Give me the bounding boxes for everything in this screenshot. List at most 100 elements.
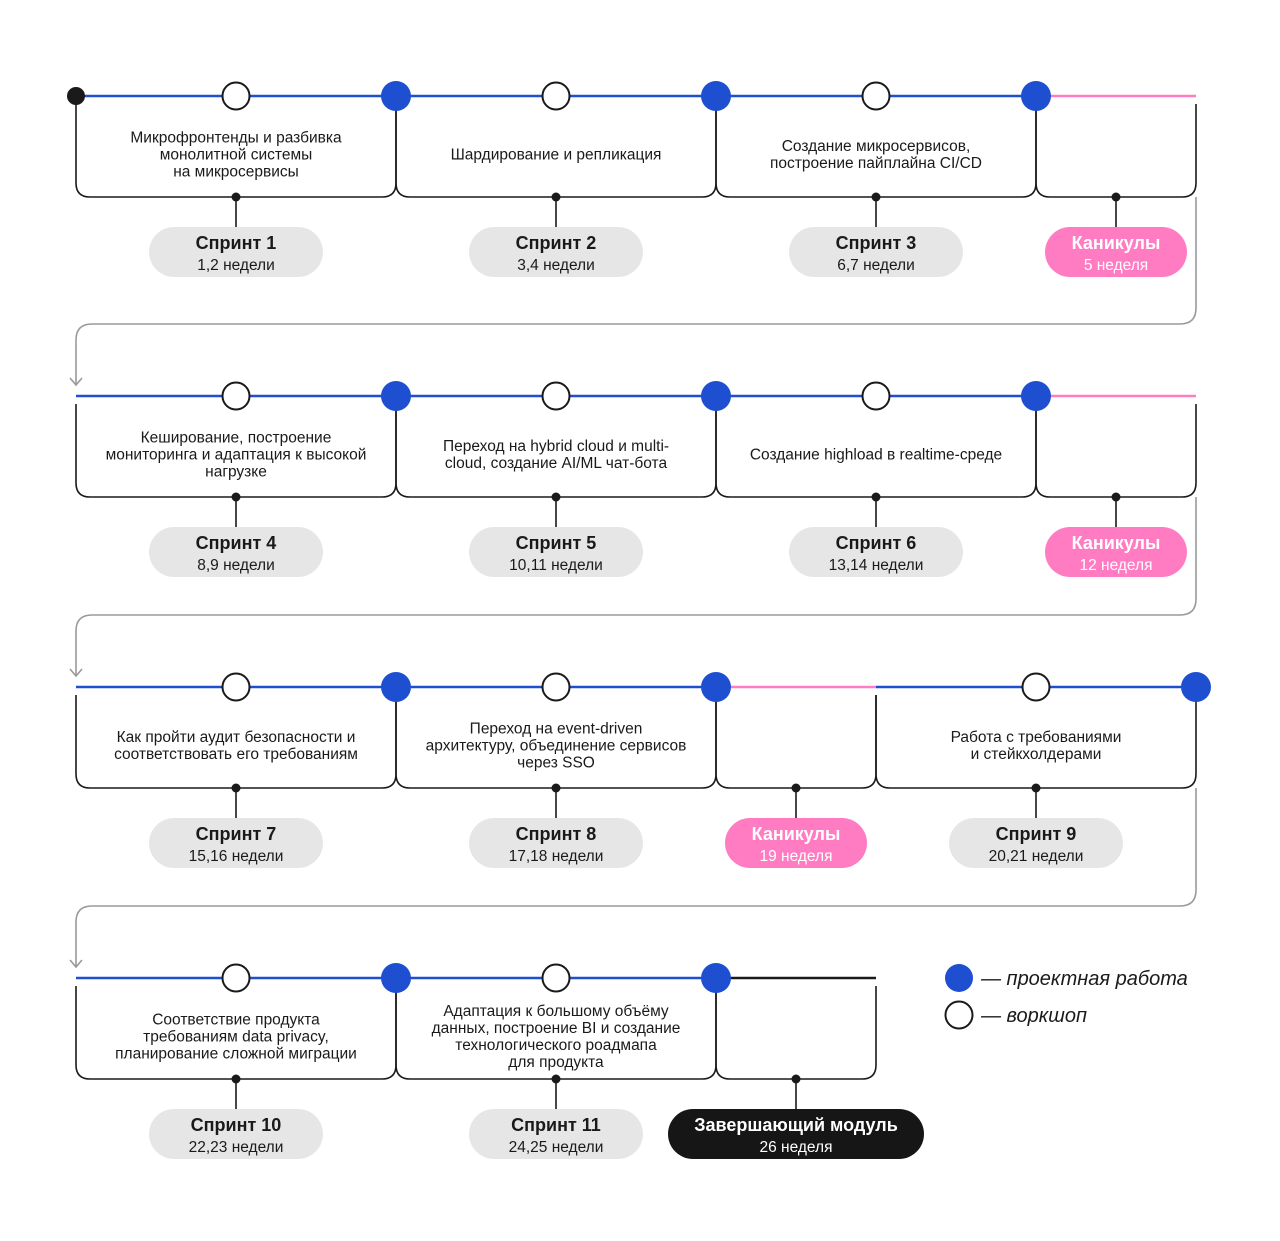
connector-arrow-icon: [69, 959, 83, 969]
pill-background: [725, 818, 867, 868]
sprint-pill: Спринт 11,2 недели: [149, 227, 323, 277]
workshop-circle-icon: [861, 81, 891, 111]
project-work-circle-icon: [381, 81, 411, 111]
pill-background: [1045, 527, 1187, 577]
stem-dot: [791, 783, 801, 793]
segment-bracket: [715, 695, 877, 789]
segment-bracket: [1035, 104, 1197, 198]
pill-background: [149, 227, 323, 277]
pill-background: [149, 1109, 323, 1159]
segment-vacation: Каникулы 5 неделя: [1035, 94, 1197, 277]
pill-background: [149, 527, 323, 577]
segment-description: Переход на event-driven: [470, 721, 643, 738]
sprint-pill: Каникулы 5 неделя: [1045, 227, 1187, 277]
stem-dot: [871, 492, 881, 502]
segment-description: планирование сложной миграции: [115, 1046, 357, 1063]
segment-bracket: [1035, 404, 1197, 498]
legend-workshop-icon: [944, 1000, 974, 1030]
connector-arrow-icon: [69, 668, 83, 678]
pill-title: Спринт 9: [996, 824, 1077, 844]
pill-subtitle: 12 неделя: [1080, 557, 1153, 574]
pill-subtitle: 15,16 недели: [189, 848, 284, 865]
pill-background: [469, 527, 643, 577]
pill-subtitle: 26 неделя: [760, 1139, 833, 1156]
connector-arrow-icon: [69, 377, 83, 387]
segment-description: Шардирование и репликация: [451, 147, 662, 164]
sprint-pill: Спринт 8 17,18 недели: [469, 818, 643, 868]
segment-description: на микросервисы: [173, 164, 299, 181]
pill-subtitle: 8,9 недели: [197, 557, 275, 574]
workshop-circle-icon: [221, 381, 251, 411]
sprint-pill: Спринт 510,11 недели: [469, 527, 643, 577]
project-work-circle-icon: [1181, 672, 1211, 702]
pill-subtitle: 3,4 недели: [517, 257, 595, 274]
connector-line: [75, 788, 1197, 966]
segment-description: cloud, создание AI/ML чат-бота: [445, 455, 668, 472]
segment-description: архитектуру, объединение сервисов: [426, 738, 687, 755]
pill-background: [469, 818, 643, 868]
pill-subtitle: 22,23 недели: [189, 1139, 284, 1156]
pill-title: Спринт 11: [511, 1115, 601, 1135]
segment-description: Микрофронтенды и разбивка: [130, 130, 342, 147]
pill-title: Каникулы: [752, 824, 841, 844]
segment-vacation: Каникулы 12 неделя: [1035, 394, 1197, 577]
project-work-circle-icon: [381, 963, 411, 993]
stem-dot: [551, 783, 561, 793]
segment-description: построение пайплайна CI/CD: [770, 155, 982, 172]
pill-title: Спринт 8: [516, 824, 597, 844]
segment-description: Адаптация к большому объёму: [443, 1003, 669, 1020]
stem-dot: [551, 492, 561, 502]
pill-subtitle: 13,14 недели: [829, 557, 924, 574]
pill-title: Каникулы: [1072, 233, 1161, 253]
pill-background: [789, 227, 963, 277]
pill-title: Спринт 2: [516, 233, 597, 253]
stem-dot: [1111, 492, 1121, 502]
workshop-circle-icon: [541, 672, 571, 702]
pill-background: [469, 227, 643, 277]
stem-dot: [231, 783, 241, 793]
pill-title: Каникулы: [1072, 533, 1161, 553]
pill-title: Спринт 5: [516, 533, 597, 553]
legend-workshop-label: — воркшоп: [980, 1005, 1087, 1027]
segment-description: Создание микросервисов,: [782, 138, 971, 155]
segment-description: мониторинга и адаптация к высокой: [106, 447, 367, 464]
workshop-circle-icon: [221, 963, 251, 993]
segment-description: технологического роадмапа: [455, 1037, 657, 1054]
segment-sprint: Создание микросервисов,построение пайпла…: [715, 81, 1037, 277]
sprint-pill: Спринт 36,7 недели: [789, 227, 963, 277]
pill-subtitle: 17,18 недели: [509, 848, 604, 865]
stem-dot: [231, 1074, 241, 1084]
pill-background: [469, 1109, 643, 1159]
sprint-pill: Спринт 2 3,4 недели: [469, 227, 643, 277]
workshop-circle-icon: [541, 963, 571, 993]
segment-description: Переход на hybrid cloud и multi-: [443, 438, 669, 455]
row-connector: [69, 197, 1197, 387]
pill-title: Спринт 7: [196, 824, 277, 844]
pill-background: [668, 1109, 924, 1159]
stem-dot: [551, 192, 561, 202]
pill-title: Спринт 1: [196, 233, 277, 253]
pill-subtitle: 5 неделя: [1084, 257, 1148, 274]
segment-sprint: Создание highload в realtime-средеСпринт…: [715, 381, 1037, 577]
legend-project-icon: [945, 964, 973, 992]
pill-subtitle: 20,21 недели: [989, 848, 1084, 865]
segment-description: монолитной системы: [160, 147, 313, 164]
project-work-circle-icon: [701, 672, 731, 702]
pill-title: Спринт 6: [836, 533, 917, 553]
connector-line: [75, 497, 1197, 675]
sprint-pill: Спринт 6 13,14 недели: [789, 527, 963, 577]
segment-description: Кеширование, построение: [141, 430, 332, 447]
